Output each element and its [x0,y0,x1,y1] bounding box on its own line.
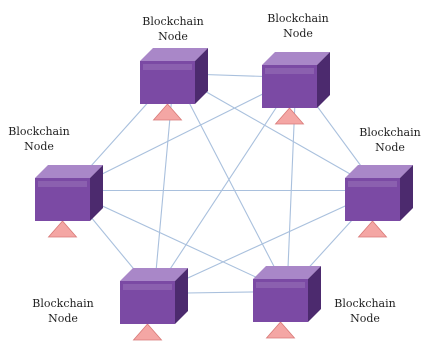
cube-front-face [345,178,400,221]
cube-side-face [175,268,188,324]
node-label-line2: Node [48,312,78,325]
cube-highlight [348,181,397,187]
base-triangle-icon [47,220,78,238]
base-triangle-icon [274,107,305,125]
node-label-line2: Node [350,312,380,325]
base-triangle-icon [132,323,163,341]
cube-highlight [123,284,172,290]
base-triangle-icon [357,220,388,238]
cube-side-face [308,266,321,322]
connection-line [173,73,288,292]
cube-highlight [38,181,87,187]
node-label-line1: Blockchain [267,12,329,25]
node-label-line2: Node [158,30,188,43]
cube-side-face [195,48,208,104]
node-label-line2: Node [375,141,405,154]
node-label-line1: Blockchain [359,126,421,139]
node-group [35,48,413,341]
node-label-top-left: Blockchain Node [128,14,218,44]
node-label-line1: Blockchain [32,297,94,310]
cube-side-face [400,165,413,221]
connection-line [68,190,288,292]
cube-top-face [35,165,103,178]
cube-top-face [120,268,188,281]
base-triangle-icon [265,321,296,339]
cube-top-face [262,52,330,65]
cube-top-face [253,266,321,279]
blockchain-node-right [345,165,413,238]
node-label-line1: Blockchain [334,297,396,310]
cube-front-face [120,281,175,324]
node-label-line1: Blockchain [142,15,204,28]
cube-front-face [140,61,195,104]
node-label-top-right: Blockchain Node [253,11,343,41]
blockchain-node-top-left [140,48,208,121]
cube-highlight [143,64,192,70]
connection-line [68,77,297,191]
connection-line [173,73,380,191]
base-triangle-icon [152,103,183,121]
node-label-line2: Node [24,140,54,153]
blockchain-node-bottom-left [120,268,188,341]
node-label-line1: Blockchain [8,125,70,138]
blockchain-node-left [35,165,103,238]
cube-side-face [317,52,330,108]
cube-top-face [345,165,413,178]
node-label-right: Blockchain Node [345,125,435,155]
cube-highlight [256,282,305,288]
node-label-bottom-left: Blockchain Node [18,296,108,326]
node-label-line2: Node [283,27,313,40]
blockchain-node-bottom-right [253,266,321,339]
connection-lines [68,72,380,295]
connection-line [153,189,380,295]
connection-line [153,77,297,294]
cube-front-face [253,279,308,322]
blockchain-node-top-right [262,52,330,125]
connection-line [153,73,175,294]
node-label-bottom-right: Blockchain Node [320,296,410,326]
cube-highlight [265,68,314,74]
cube-front-face [35,178,90,221]
cube-front-face [262,65,317,108]
cube-top-face [140,48,208,61]
cube-side-face [90,165,103,221]
node-label-left: Blockchain Node [0,124,78,154]
